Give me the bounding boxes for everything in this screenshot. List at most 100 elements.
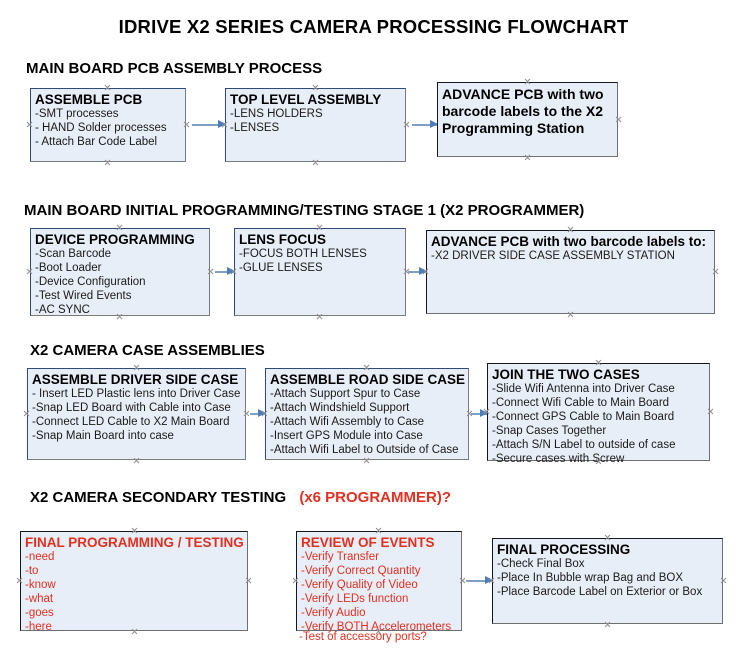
connection-handle-top[interactable] xyxy=(604,534,611,541)
box-line: -SMT processes xyxy=(35,108,119,120)
box-assemble-pcb[interactable]: ASSEMBLE PCB -SMT processes - HAND Solde… xyxy=(30,88,186,162)
box-line: -Attach Wifi Label to Outside of Case xyxy=(270,444,459,456)
connection-handle-top[interactable] xyxy=(316,224,323,231)
connection-handle-bottom[interactable] xyxy=(312,159,319,166)
connection-handle-left[interactable] xyxy=(261,410,268,417)
box-line: -Check Final Box xyxy=(497,558,585,570)
box-assemble-road-side-case[interactable]: ASSEMBLE ROAD SIDE CASE -Attach Support … xyxy=(265,368,469,460)
box-line: -Connect Wifi Cable to Main Board xyxy=(492,397,670,409)
connection-handle-top[interactable] xyxy=(116,224,123,231)
box-advance-pcb-to-driver-side-case[interactable]: ADVANCE PCB with two barcode labels to: … xyxy=(426,230,715,314)
box-final-processing[interactable]: FINAL PROCESSING -Check Final Box -Place… xyxy=(492,538,723,624)
box-line: -Verify Transfer xyxy=(301,551,379,563)
connection-handle-top[interactable] xyxy=(312,84,319,91)
box-line: - Attach Bar Code Label xyxy=(35,136,158,148)
box-line: -Test Wired Events xyxy=(35,290,132,302)
box-line: -AC SYNC xyxy=(35,304,90,316)
page-title: IDRIVE X2 SERIES CAMERA PROCESSING FLOWC… xyxy=(118,16,629,37)
connection-handle-top[interactable] xyxy=(363,364,370,371)
connection-handle-left[interactable] xyxy=(221,121,228,128)
connection-handle-bottom[interactable] xyxy=(316,313,323,320)
box-line: -to xyxy=(25,565,39,577)
connection-handle-right[interactable] xyxy=(207,268,214,275)
box-line: -Snap Cases Together xyxy=(492,425,607,437)
connection-handle-bottom[interactable] xyxy=(104,159,111,166)
connection-handle-bottom[interactable] xyxy=(567,311,574,318)
connection-handle-top[interactable] xyxy=(524,78,531,85)
box-line: -GLUE LENSES xyxy=(239,262,323,274)
connection-handle-right[interactable] xyxy=(712,268,719,275)
box-final-programming-testing[interactable]: FINAL PROGRAMMING / TESTING -need -to -k… xyxy=(20,531,248,633)
box-line: - HAND Solder processes xyxy=(35,122,167,134)
box-line: -need xyxy=(25,551,55,563)
connection-handle-left[interactable] xyxy=(422,268,429,275)
box-line: -know xyxy=(25,579,56,591)
box-advance-pcb-to-programming-station[interactable]: ADVANCE PCB with two barcode labels to t… xyxy=(437,82,618,157)
connection-handle-left[interactable] xyxy=(26,121,33,128)
connection-handle-bottom[interactable] xyxy=(363,457,370,464)
box-title: LENS FOCUS xyxy=(239,232,327,247)
connection-handle-top[interactable] xyxy=(133,364,140,371)
box-line: -Device Configuration xyxy=(35,276,146,288)
section-heading-2: MAIN BOARD INITIAL PROGRAMMING/TESTING S… xyxy=(24,202,585,219)
box-line: -what xyxy=(25,593,54,605)
box-line: -Connect LED Cable to X2 Main Board xyxy=(32,416,230,428)
connection-handle-left[interactable] xyxy=(488,577,495,584)
box-lens-focus[interactable]: LENS FOCUS -FOCUS BOTH LENSES -GLUE LENS… xyxy=(234,228,406,316)
box-line: -Attach S/N Label to outside of case xyxy=(492,439,676,451)
box-title: ADVANCE PCB with two barcode labels to: xyxy=(431,234,707,249)
box-title: ASSEMBLE DRIVER SIDE CASE xyxy=(32,372,239,387)
box-title: JOIN THE TWO CASES xyxy=(492,367,640,382)
connection-handle-top[interactable] xyxy=(595,359,602,366)
connection-handle-top[interactable] xyxy=(104,84,111,91)
box-review-of-events[interactable]: REVIEW OF EVENTS -Verify Transfer -Verif… xyxy=(296,531,462,633)
connection-handle-bottom[interactable] xyxy=(116,313,123,320)
box-line: -goes xyxy=(25,607,54,619)
connection-handle-top[interactable] xyxy=(131,527,138,534)
box-join-the-two-cases[interactable]: JOIN THE TWO CASES -Slide Wifi Antenna i… xyxy=(487,363,710,465)
box-title: ASSEMBLE ROAD SIDE CASE xyxy=(270,372,466,387)
connection-handle-right[interactable] xyxy=(403,121,410,128)
box-line: -Verify Correct Quantity xyxy=(301,565,421,577)
connection-handle-left[interactable] xyxy=(292,577,299,584)
box-title: ASSEMBLE PCB xyxy=(35,92,143,107)
connection-handle-right[interactable] xyxy=(615,116,622,123)
connection-handle-bottom[interactable] xyxy=(131,628,138,635)
box-line: -Scan Barcode xyxy=(35,248,112,260)
connection-handle-left[interactable] xyxy=(26,268,33,275)
box-line: -Snap LED Board with Cable into Case xyxy=(32,402,231,414)
connection-handle-right[interactable] xyxy=(720,577,727,584)
connection-handle-bottom[interactable] xyxy=(375,628,382,635)
connection-handle-bottom[interactable] xyxy=(604,621,611,628)
box-line: -LENS HOLDERS xyxy=(230,108,323,120)
box-title: FINAL PROGRAMMING / TESTING xyxy=(25,535,244,550)
connection-handle-right[interactable] xyxy=(707,408,714,415)
connection-handle-top[interactable] xyxy=(567,226,574,233)
connection-handle-bottom[interactable] xyxy=(133,457,140,464)
box-line: -Attach Support Spur to Case xyxy=(270,388,421,400)
connection-handle-left[interactable] xyxy=(230,268,237,275)
box-title: ADVANCE PCB with two barcode labels to t… xyxy=(442,86,604,136)
connection-handle-right[interactable] xyxy=(459,577,466,584)
box-line: -Boot Loader xyxy=(35,262,102,274)
connection-handle-bottom[interactable] xyxy=(524,154,531,161)
connection-handle-right[interactable] xyxy=(183,121,190,128)
connection-handle-right[interactable] xyxy=(245,577,252,584)
box-line: -Snap Main Board into case xyxy=(32,430,174,442)
box-line: -Place In Bubble wrap Bag and BOX xyxy=(497,572,684,584)
arrow-connector xyxy=(412,120,438,129)
connection-handle-left[interactable] xyxy=(16,577,23,584)
connection-handle-right[interactable] xyxy=(243,410,250,417)
box-line: -Place Barcode Label on Exterior or Box xyxy=(497,586,703,598)
box-top-level-assembly[interactable]: TOP LEVEL ASSEMBLY -LENS HOLDERS -LENSES xyxy=(225,88,406,162)
connection-handle-left[interactable] xyxy=(23,410,30,417)
connection-handle-left[interactable] xyxy=(483,408,490,415)
box-line: -Insert GPS Module into Case xyxy=(270,430,423,442)
box-line: -X2 DRIVER SIDE CASE ASSEMBLY STATION xyxy=(431,250,675,262)
connection-handle-top[interactable] xyxy=(375,527,382,534)
connection-handle-bottom[interactable] xyxy=(595,458,602,465)
box-title: TOP LEVEL ASSEMBLY xyxy=(230,92,382,107)
box-device-programming[interactable]: DEVICE PROGRAMMING -Scan Barcode -Boot L… xyxy=(30,228,210,316)
box-assemble-driver-side-case[interactable]: ASSEMBLE DRIVER SIDE CASE - Insert LED P… xyxy=(27,368,246,460)
